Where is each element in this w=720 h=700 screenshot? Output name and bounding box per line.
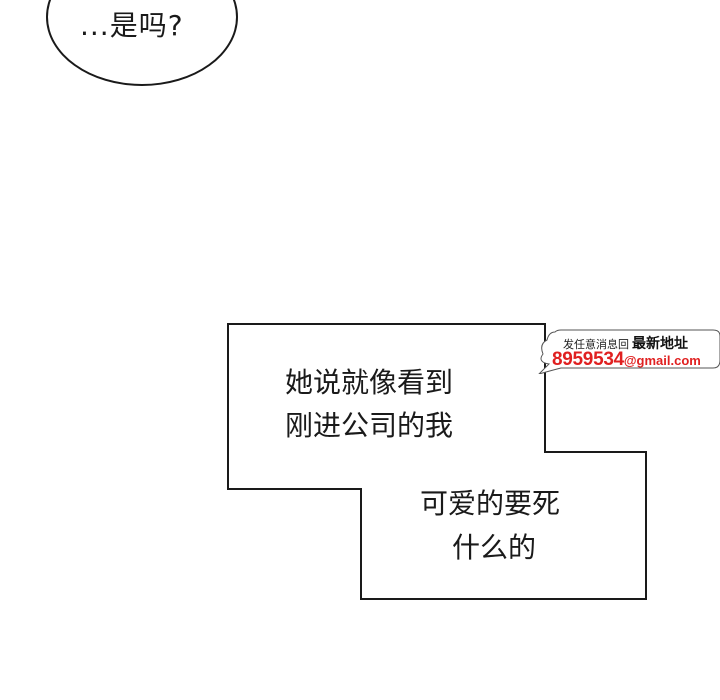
- narration-line: 她说就像看到: [285, 366, 454, 399]
- watermark-contact: 8959534@gmail.com: [552, 349, 701, 371]
- watermark-small-text: 发任意消息回: [563, 338, 629, 351]
- watermark-strong-text: 最新地址: [632, 336, 688, 352]
- narration-line: 刚进公司的我: [285, 409, 454, 442]
- speech-bubble-text: ...是吗?: [80, 9, 184, 42]
- watermark-caption: 发任意消息回最新地址: [563, 333, 688, 353]
- watermark-domain: @gmail.com: [623, 353, 701, 368]
- watermark-stamp: 发任意消息回最新地址 8959534@gmail.com: [537, 326, 720, 374]
- watermark-number: 8959534: [552, 349, 624, 370]
- watermark-bubble-icon: [538, 329, 720, 374]
- narration-line: 可爱的要死: [420, 487, 561, 520]
- narration-line: 什么的: [452, 531, 537, 564]
